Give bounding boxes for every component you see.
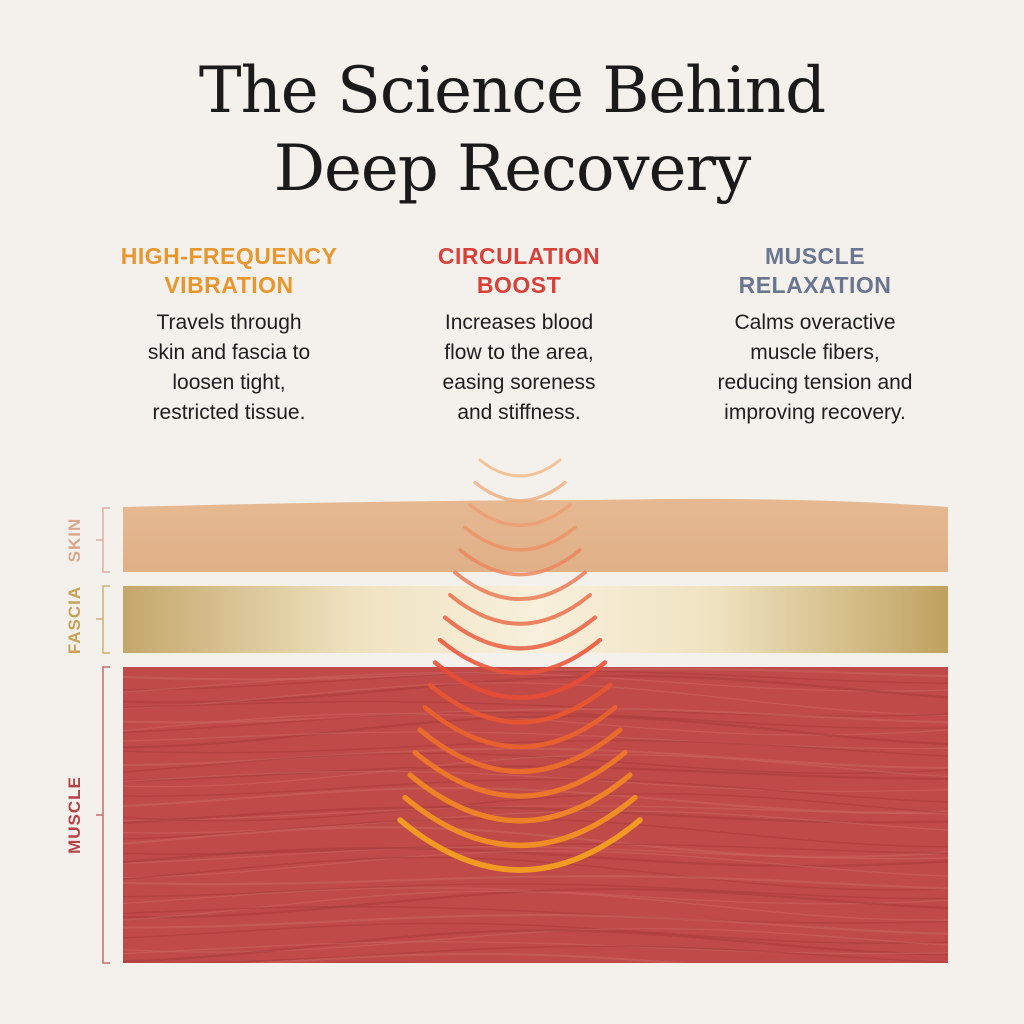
muscle-fiber [123, 810, 948, 834]
heading-line-2: VIBRATION [164, 272, 294, 298]
skin-layer [123, 498, 948, 572]
heading-line-2: BOOST [476, 272, 562, 298]
wave-arc [432, 660, 608, 700]
muscle-fiber [123, 707, 948, 724]
muscle-fiber [123, 731, 948, 750]
muscle-fiber [123, 752, 948, 775]
muscle-fiber [123, 682, 948, 716]
description-line: loosen tight, [172, 371, 286, 394]
wave-arc [427, 682, 613, 725]
description-line: restricted tissue. [152, 401, 306, 424]
wave-arc [437, 637, 603, 676]
column-circulation-boost: CIRCULATION BOOST Increases blood flow t… [369, 242, 669, 428]
fascia-bracket [96, 585, 110, 654]
muscle-fiber [123, 850, 948, 879]
muscle-fiber [123, 941, 948, 955]
muscle-fiber [123, 674, 948, 704]
muscle-fiber [123, 846, 948, 868]
wave-arc [468, 503, 572, 527]
heading-line-2: RELAXATION [738, 272, 892, 298]
description-line: flow to the area, [444, 341, 594, 364]
wave-arc [402, 794, 638, 848]
muscle-fiber [123, 805, 948, 822]
column-heading: MUSCLE RELAXATION [665, 242, 965, 300]
muscle-fiber [123, 922, 948, 945]
muscle-fiber [123, 793, 948, 822]
muscle-fiber [123, 906, 948, 924]
description-line: Calms overactive [734, 311, 896, 334]
wave-arc [453, 570, 587, 601]
wave-arc [442, 615, 598, 651]
wave-arc [412, 750, 628, 799]
description-line: muscle fibers, [750, 341, 880, 364]
column-description: Increases blood flow to the area, easing… [369, 308, 669, 428]
muscle-fiber [123, 747, 948, 769]
wave-arc [473, 480, 567, 503]
heading-line-1: HIGH-FREQUENCY [120, 243, 338, 269]
wave-arc [463, 525, 577, 552]
wave-arc [422, 705, 618, 750]
muscle-fiber [123, 856, 948, 891]
muscle-fiber [123, 770, 948, 793]
muscle-fiber [123, 929, 948, 963]
muscle-fiber [123, 754, 948, 788]
title-line-2: Deep Recovery [273, 132, 752, 206]
description-line: improving recovery. [724, 401, 906, 424]
muscle-bracket [96, 666, 110, 964]
skin-label: SKIN [65, 518, 84, 563]
heading-line-1: CIRCULATION [437, 243, 601, 269]
muscle-fiber [316, 962, 432, 963]
column-muscle-relaxation: MUSCLE RELAXATION Calms overactive muscl… [665, 242, 965, 428]
muscle-fiber [123, 888, 948, 919]
muscle-fiber [123, 765, 948, 783]
muscle-fiber [123, 787, 948, 814]
wave-arc [397, 817, 643, 873]
wave-arc [417, 727, 623, 774]
muscle-fiber [123, 913, 948, 935]
description-line: reducing tension and [717, 371, 913, 394]
description-line: Increases blood [444, 311, 594, 334]
description-line: Travels through [156, 311, 302, 334]
heading-line-1: MUSCLE [764, 243, 866, 269]
column-heading: HIGH-FREQUENCY VIBRATION [79, 242, 379, 300]
skin-bracket [96, 507, 110, 573]
muscle-label: MUSCLE [65, 776, 84, 854]
muscle-fiber [123, 714, 948, 749]
muscle-fiber [123, 700, 948, 717]
column-heading: CIRCULATION BOOST [369, 242, 669, 300]
muscle-fiber [123, 826, 948, 858]
muscle-fiber [123, 945, 948, 963]
description-line: easing soreness [442, 371, 596, 394]
title-line-1: The Science Behind [198, 54, 826, 128]
vibration-waves [397, 458, 643, 873]
description-line: skin and fascia to [147, 341, 311, 364]
wave-arc [407, 772, 633, 824]
wave-arc [478, 458, 562, 478]
column-description: Travels through skin and fascia to loose… [79, 308, 379, 428]
page-title: The Science Behind Deep Recovery [0, 52, 1024, 208]
wave-arc [448, 593, 592, 626]
muscle-fiber [123, 875, 948, 890]
muscle-fiber [123, 927, 948, 953]
muscle-fiber [123, 806, 948, 824]
muscle-fiber [246, 952, 691, 963]
muscle-fiber [123, 711, 948, 734]
column-description: Calms overactive muscle fibers, reducing… [665, 308, 965, 428]
muscle-fiber [123, 778, 948, 803]
fascia-label: FASCIA [65, 586, 84, 654]
description-line: and stiffness. [457, 401, 581, 424]
wave-arc [458, 548, 582, 577]
muscle-fiber [123, 883, 948, 900]
column-high-frequency-vibration: HIGH-FREQUENCY VIBRATION Travels through… [79, 242, 379, 428]
muscle-fiber [123, 739, 948, 757]
